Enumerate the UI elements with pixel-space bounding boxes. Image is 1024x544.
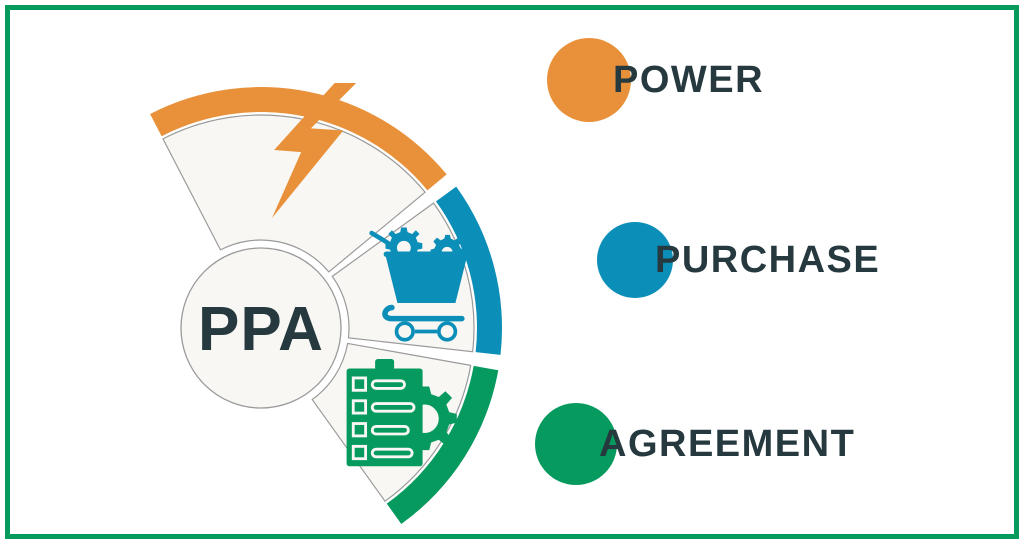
- segment-wedge-power: [162, 114, 426, 273]
- legend-item-agreement[interactable]: AGREEMENT: [535, 403, 855, 485]
- center-acronym: PPA: [198, 295, 324, 364]
- shopping-cart-gears-icon: [369, 227, 470, 342]
- legend-item-purchase[interactable]: PURCHASE: [597, 222, 880, 298]
- legend-dot-purchase: [597, 222, 673, 298]
- lightning-bolt-icon: [272, 83, 357, 218]
- legend-dot-power: [547, 38, 631, 122]
- legend-label-purchase: PURCHASE: [655, 239, 881, 281]
- clipboard-checklist-gear-icon: [346, 358, 457, 467]
- segment-power[interactable]: [150, 87, 447, 273]
- segment-arc-agreement: [386, 365, 499, 524]
- center-circle[interactable]: [180, 247, 342, 409]
- legend-dot-agreement: [535, 403, 617, 485]
- segment-arc-purchase: [435, 186, 503, 355]
- legend-label-agreement: AGREEMENT: [599, 423, 856, 465]
- legend-label-power: POWER: [613, 59, 765, 101]
- legend-item-power[interactable]: POWER: [547, 38, 764, 122]
- segment-arc-power: [150, 87, 447, 191]
